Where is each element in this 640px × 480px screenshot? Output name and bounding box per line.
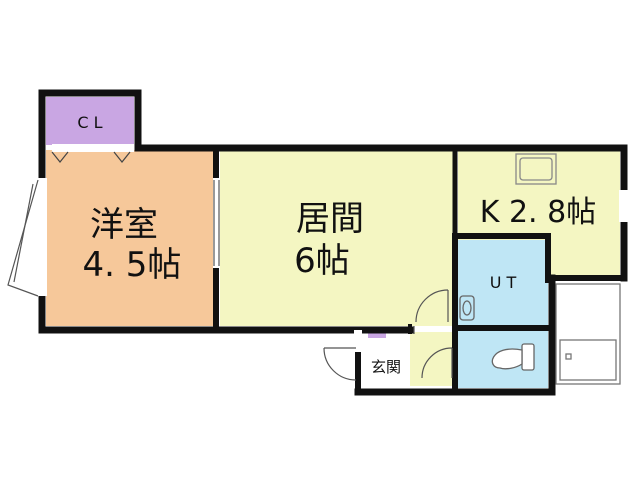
living-label-1: 居間 bbox=[296, 199, 364, 239]
bathtub-icon bbox=[555, 283, 621, 385]
western-label-2: 4. 5帖 bbox=[83, 245, 182, 285]
kitchen-room bbox=[458, 150, 620, 240]
ut-label: U T bbox=[490, 273, 517, 292]
western-window-sash bbox=[7, 179, 39, 297]
cl-room bbox=[46, 97, 134, 145]
openings bbox=[38, 144, 629, 352]
partition-door-gap bbox=[213, 178, 220, 268]
door-swings bbox=[323, 289, 453, 381]
living-room bbox=[220, 150, 454, 326]
cl-small-strip bbox=[368, 332, 386, 338]
toilet-icon bbox=[491, 343, 535, 371]
partition-sliding-door bbox=[213, 180, 220, 266]
kitchen-sink-icon bbox=[515, 153, 557, 185]
entrance-door-gap bbox=[354, 330, 362, 352]
living-label-2: 6帖 bbox=[294, 241, 350, 281]
ut-room bbox=[458, 240, 548, 325]
washbasin-icon bbox=[459, 295, 475, 321]
western-room bbox=[46, 150, 213, 326]
entrance-floor bbox=[410, 332, 454, 386]
entrance-label: 玄関 bbox=[371, 358, 401, 376]
kitchen-label: K 2. 8帖 bbox=[480, 195, 596, 230]
western-window bbox=[38, 178, 47, 296]
cl-door-gap bbox=[52, 144, 134, 152]
western-label-1: 洋室 bbox=[90, 205, 158, 245]
cl-door-marks bbox=[51, 151, 131, 163]
entrance-room bbox=[360, 330, 410, 388]
kitchen-room-lower bbox=[548, 240, 620, 276]
kitchen-window bbox=[619, 190, 629, 222]
cl-label: C L bbox=[77, 113, 102, 132]
